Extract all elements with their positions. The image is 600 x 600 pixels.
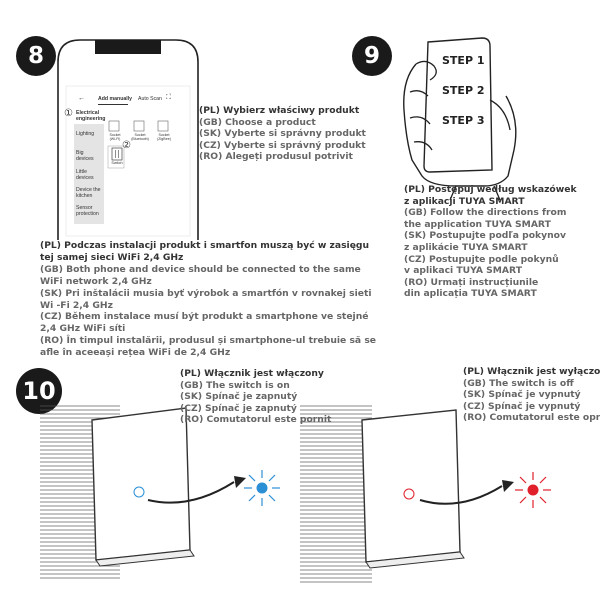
install-cz-1: (CZ) Během instalace musí být produkt a … [40, 311, 369, 323]
product-socket-zigbee[interactable]: Socket (ZigBee) [157, 133, 171, 141]
choose-ro: (RO) Alegeți produsul potrivit [199, 151, 353, 163]
step-card-line-3: STEP 3 [442, 114, 485, 127]
off-sk: (SK) Spínač je vypnutý [463, 389, 581, 401]
off-ro: (RO) Comutatorul este oprit [463, 412, 600, 424]
product-socket-wifi[interactable]: Socket (Wi-Fi) [109, 133, 121, 141]
category-big-devices[interactable]: Big devices [76, 150, 94, 162]
step-card-line-2: STEP 2 [442, 84, 485, 97]
install-gb-1: (GB) Both phone and device should be con… [40, 263, 361, 275]
install-sk-2: Wi -Fi 2,4 GHz [40, 299, 113, 311]
follow-pl-2: z aplikacji TUYA SMART [404, 195, 525, 207]
off-gb: (GB) The switch is off [463, 377, 574, 389]
category-little-devices[interactable]: Little devices [76, 169, 94, 181]
on-ro: (RO) Comutatorul este pornit [180, 414, 332, 426]
off-pl: (PL) Włącznik jest wyłączony [463, 366, 600, 377]
choose-gb: (GB) Choose a product [199, 116, 316, 128]
follow-sk-1: (SK) Postupujte podľa pokynov [404, 230, 566, 242]
on-gb: (GB) The switch is on [180, 379, 290, 391]
category-header: Electrical engineering [76, 110, 106, 122]
tab-auto-scan[interactable]: Auto Scan [138, 96, 162, 102]
install-ro-2: afle în aceeași rețea WiFi de 2,4 GHz [40, 347, 231, 359]
install-sk-1: (SK) Pri inštalácii musia byť výrobok a … [40, 287, 372, 299]
on-pl: (PL) Włącznik jest włączony [180, 368, 324, 379]
follow-app-text: (PL) Postępuj według wskazówek z aplikac… [404, 184, 577, 300]
switch-on-text: (PL) Włącznik jest włączony (GB) The swi… [180, 368, 331, 426]
follow-gb-1: (GB) Follow the directions from [404, 207, 567, 219]
category-sensor[interactable]: Sensor protection [76, 205, 99, 217]
category-lighting[interactable]: Lighting [76, 131, 95, 137]
install-ro-1: (RO) În timpul instalării, produsul și s… [40, 335, 377, 347]
install-pl-2: tej samej sieci WiFi 2,4 GHz [40, 251, 184, 263]
scan-icon[interactable]: ⛶ [166, 94, 171, 101]
follow-ro-2: din aplicația TUYA SMART [404, 288, 537, 300]
switch-on-led-icon [256, 482, 268, 494]
category-kitchen[interactable]: Device the kitchen [76, 187, 101, 199]
follow-ro-1: (RO) Urmați instrucțiunile [404, 276, 539, 288]
step-card-line-1: STEP 1 [442, 54, 485, 67]
step-9-number: 9 [363, 43, 380, 69]
on-sk: (SK) Spínač je zapnutý [180, 391, 298, 403]
marker-1: ① [64, 108, 73, 119]
marker-2: ② [122, 140, 131, 151]
back-arrow-icon[interactable]: ← [78, 95, 85, 102]
install-pl-1: (PL) Podczas instalacji produkt i smartf… [40, 240, 370, 251]
product-socket-bluetooth[interactable]: Socket (Bluetooth) [131, 133, 149, 141]
follow-pl-1: (PL) Postępuj według wskazówek [404, 184, 577, 195]
choose-product-text: (PL) Wybierz właściwy produkt (GB) Choos… [199, 105, 366, 163]
step-8-number: 8 [27, 43, 44, 69]
step-8-badge: 8 [16, 36, 56, 76]
step-9-badge: 9 [352, 36, 392, 76]
follow-sk-2: z aplikácie TUYA SMART [404, 241, 528, 253]
on-cz: (CZ) Spínač je zapnutý [180, 402, 297, 414]
choose-pl: (PL) Wybierz właściwy produkt [199, 105, 360, 116]
tab-underline [98, 104, 128, 105]
follow-cz-2: v aplikaci TUYA SMART [404, 265, 522, 277]
switch-off-text: (PL) Włącznik jest wyłączony (GB) The sw… [463, 366, 600, 424]
switch-off-led-icon [527, 484, 539, 496]
tab-add-manually[interactable]: Add manually [98, 96, 133, 102]
install-gb-2: WiFi network 2,4 GHz [40, 275, 152, 287]
step-10-number: 10 [22, 377, 56, 405]
product-switch[interactable]: Switch [111, 161, 123, 165]
choose-sk: (SK) Vyberte si správny produkt [199, 128, 366, 140]
off-cz: (CZ) Spínač je vypnutý [463, 400, 581, 412]
choose-cz: (CZ) Vyberte si správný produkt [199, 139, 366, 151]
follow-cz-1: (CZ) Postupujte podle pokynů [404, 253, 559, 265]
install-text: (PL) Podczas instalacji produkt i smartf… [40, 240, 376, 359]
install-cz-2: 2,4 GHz WiFi síti [40, 323, 126, 335]
follow-gb-2: the application TUYA SMART [404, 218, 551, 230]
